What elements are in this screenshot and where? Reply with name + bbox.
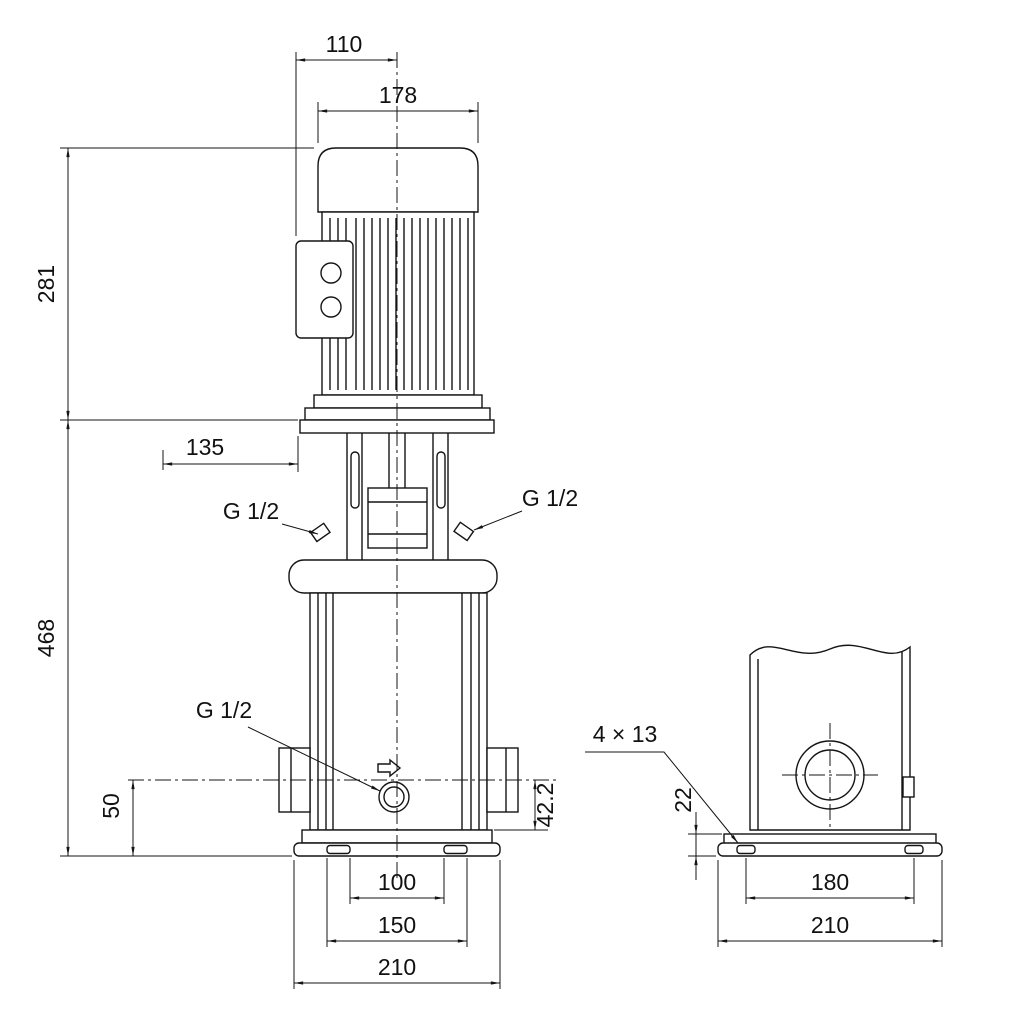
label-bolt-holes: 4 × 13 <box>585 721 739 844</box>
shaft <box>388 433 406 488</box>
dim-178-value: 178 <box>379 82 417 108</box>
dim-42-2-value: 42.2 <box>532 783 558 828</box>
dim-22-value: 22 <box>670 787 696 813</box>
center-lines <box>128 52 878 878</box>
terminal-box <box>295 240 354 339</box>
base-bolt-slot-right <box>443 844 468 855</box>
dim-135: 135 <box>162 434 299 472</box>
dim-22: 22 <box>670 787 722 880</box>
label-g12-top-right: G 1/2 <box>473 485 578 531</box>
dim-50: 50 <box>98 780 135 856</box>
motor-top-cap <box>317 147 479 213</box>
dim-281: 281 <box>33 147 314 421</box>
motor-stool-legs <box>346 433 449 560</box>
side-sleeve-inner-walls <box>757 651 903 830</box>
dim-150-value: 150 <box>378 912 416 938</box>
g12-top-left-label: G 1/2 <box>223 498 279 524</box>
dim-210-front: 210 <box>293 860 501 989</box>
dim-110-value: 110 <box>326 31 363 57</box>
sleeve <box>332 593 463 830</box>
dim-100: 100 <box>349 858 445 904</box>
dim-180: 180 <box>745 858 915 904</box>
pump-head-flange <box>288 559 498 594</box>
dim-210-side-value: 210 <box>811 912 849 938</box>
bolt-holes-label: 4 × 13 <box>593 721 658 747</box>
dim-178: 178 <box>317 82 479 143</box>
dim-210-side: 210 <box>717 860 943 947</box>
g12-top-right-label: G 1/2 <box>522 485 578 511</box>
g12-drain-label: G 1/2 <box>196 697 252 723</box>
stool-slot-right <box>436 451 446 509</box>
side-bolt-slot-left <box>736 844 756 855</box>
front-view <box>278 147 519 857</box>
label-g12-top-left: G 1/2 <box>223 498 319 535</box>
vent-plug-left <box>309 522 331 543</box>
dim-135-value: 135 <box>186 434 224 460</box>
dim-150: 150 <box>326 858 468 947</box>
cable-entry-hole <box>320 262 342 284</box>
motor-flange-upper <box>313 394 483 409</box>
dim-281-value: 281 <box>33 265 59 303</box>
flow-direction-arrow <box>377 758 402 778</box>
dim-42-2: 42.2 <box>494 780 558 831</box>
drain-plug-inner <box>383 786 405 808</box>
side-bolt-slot-right <box>904 844 924 855</box>
staybolts <box>317 593 480 830</box>
dim-50-value: 50 <box>98 793 124 819</box>
side-nameplate-tab <box>902 776 915 798</box>
dim-468: 468 <box>33 420 292 857</box>
side-base-foot <box>717 842 943 857</box>
vent-plug-right <box>453 521 475 542</box>
dim-180-value: 180 <box>811 869 849 895</box>
dim-110: 110 <box>295 31 397 236</box>
dim-468-value: 468 <box>33 619 59 657</box>
stool-slot-left <box>350 451 360 509</box>
cable-entry-hole <box>320 296 342 318</box>
dim-210-front-value: 210 <box>378 954 416 980</box>
base-bolt-slot-left <box>326 844 351 855</box>
label-g12-drain: G 1/2 <box>196 697 381 792</box>
dim-100-value: 100 <box>378 869 416 895</box>
